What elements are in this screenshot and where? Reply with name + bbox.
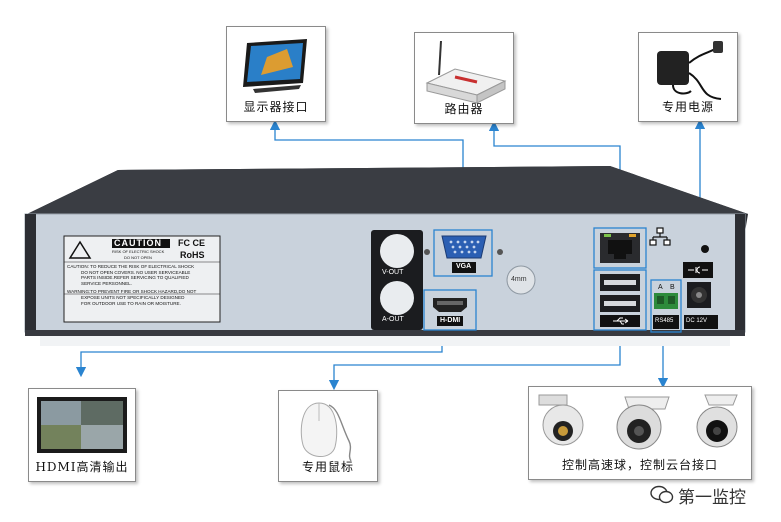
power-caption: 专用电源 xyxy=(661,100,714,114)
vga-label: VGA xyxy=(456,263,472,270)
a-out-label: A-OUT xyxy=(382,316,404,323)
dc12v-label: DC 12V xyxy=(686,318,708,324)
screw xyxy=(506,265,536,295)
lan-port-highlight xyxy=(593,227,647,269)
warning-line: SERVICE PERSONNEL. xyxy=(81,280,132,286)
router-caption: 路由器 xyxy=(444,102,484,116)
display-icon xyxy=(37,397,127,453)
warning-line: WARNING:TO PREVENT FIRE OR SHOCK HAZARD,… xyxy=(67,289,197,295)
watermark: 第一监控 xyxy=(650,482,746,508)
warning-line: CAUTION: TO REDUCE THE RISK OF ELECTRICA… xyxy=(67,264,195,269)
router-callout: 路由器 xyxy=(414,32,514,124)
router-icon xyxy=(425,40,507,104)
watermark-text: 第一监控 xyxy=(678,487,746,508)
ptz-caption: 控制高速球，控制云台接口 xyxy=(561,458,718,472)
fc-ce-mark: FC CE xyxy=(178,238,205,248)
power-adapter-icon xyxy=(657,41,723,100)
mouse-caption: 专用鼠标 xyxy=(301,460,354,474)
ptz-callout: 控制高速球，控制云台接口 xyxy=(528,386,752,480)
power-callout: 专用电源 xyxy=(638,32,738,122)
usb-icon xyxy=(612,317,630,325)
rohs-mark: RoHS xyxy=(180,250,205,260)
monitor-callout: 显示器接口 xyxy=(226,26,326,122)
usb-ports-highlight xyxy=(593,269,647,331)
ptz-cameras-icon xyxy=(538,394,738,450)
caution-sub-2: DO NOT OPEN xyxy=(124,255,152,260)
mouse-callout: 专用鼠标 xyxy=(278,390,378,482)
screw-label: 4mm xyxy=(511,276,527,283)
monitor-icon xyxy=(243,39,307,93)
caution-title: CAUTION xyxy=(114,238,162,248)
rs485-label: RS485 xyxy=(655,318,674,324)
mouse-icon xyxy=(300,402,352,462)
hdmi-port-highlight xyxy=(423,289,477,331)
wechat-icon xyxy=(650,485,674,504)
warning-line: EXPOSE UNITS NOT SPECIFICALLY DESIGNED xyxy=(81,294,185,300)
warning-line: PARTS INSIDE.REFER SERVICING TO QUALIFIE… xyxy=(81,275,189,281)
terminal-a-label: A xyxy=(658,284,663,291)
caution-sub-1: RISK OF ELECTRIC SHOCK xyxy=(112,249,165,254)
hdmi-label: H-DMI xyxy=(440,317,461,324)
hdmi-display-callout: HDMI高清输出 xyxy=(28,388,136,482)
power-polarity-icon xyxy=(686,264,710,276)
warning-line: FOR OUTDOOR USE TO RAIN OR MOISTURE. xyxy=(81,300,181,306)
hdmi-display-caption: HDMI高清输出 xyxy=(35,460,129,474)
rs485-highlight xyxy=(650,279,682,333)
terminal-b-label: B xyxy=(670,284,675,291)
monitor-caption: 显示器接口 xyxy=(243,100,309,114)
v-out-label: V-OUT xyxy=(382,269,404,276)
warning-text: CAUTION: TO REDUCE THE RISK OF ELECTRICA… xyxy=(67,264,219,306)
vga-port-highlight xyxy=(433,229,493,277)
warning-line: DO NOT OPEN COVERS. NO USER SERVICEABLE xyxy=(81,269,191,275)
